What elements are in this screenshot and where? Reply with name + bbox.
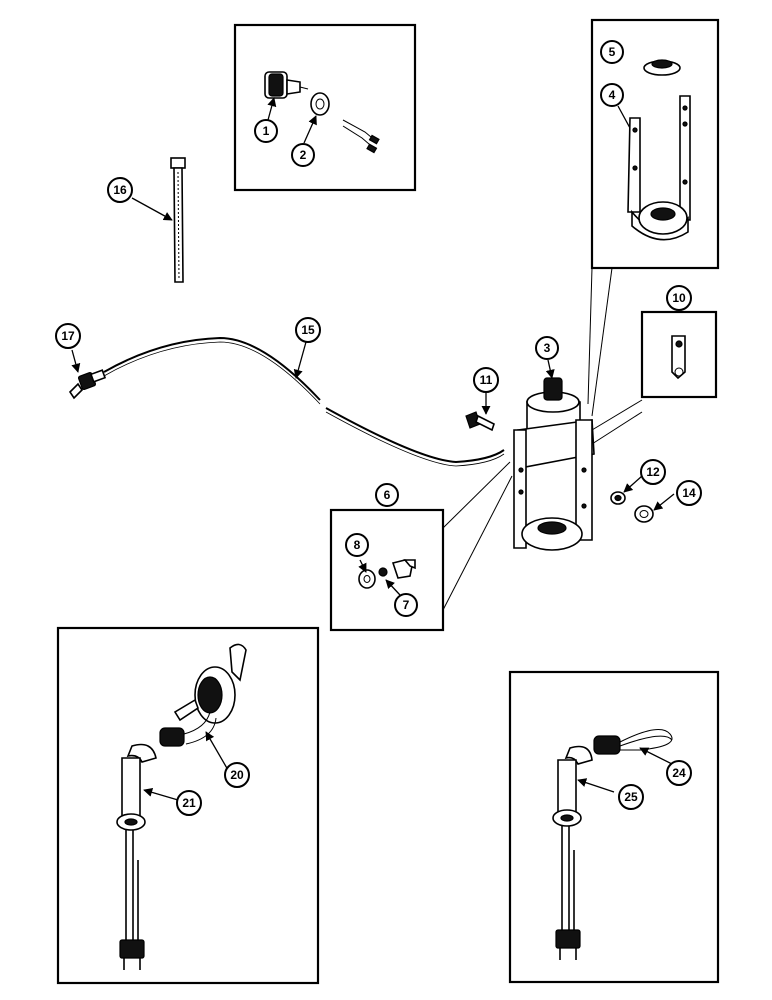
callout-4: 4 [600,83,624,107]
callout-8: 8 [345,533,369,557]
callout-10: 10 [666,285,692,311]
fitting-nut-part [358,569,376,589]
switch-body-part [159,643,247,747]
callout-11: 11 [473,367,499,393]
right-wire-harness-part [552,745,593,960]
svg-text:20: 20 [230,768,244,782]
svg-text:14: 14 [682,486,696,500]
callout-15: 15 [295,317,321,343]
detail-box-bracket [590,18,720,270]
callout-16: 16 [107,177,133,203]
svg-text:25: 25 [624,790,638,804]
callout-20: 20 [224,762,250,788]
bracket-part [627,95,691,241]
sensor-fitting-part [68,369,107,400]
svg-text:3: 3 [544,341,551,355]
svg-text:2: 2 [300,148,307,162]
clip-part [671,335,686,380]
callout-25: 25 [618,784,644,810]
callout-7: 7 [394,593,418,617]
svg-text:21: 21 [182,796,196,810]
capillary-tube-part [103,336,505,467]
callout-6: 6 [375,483,399,507]
svg-text:1: 1 [263,124,270,138]
svg-text:17: 17 [61,329,75,343]
svg-text:8: 8 [354,538,361,552]
svg-text:12: 12 [646,465,660,479]
callout-21: 21 [176,790,202,816]
wire-harness-part [116,743,157,970]
callout-2: 2 [291,143,315,167]
detail-box-fittings [329,508,445,632]
bolt-part [465,411,495,432]
svg-text:16: 16 [113,183,127,197]
svg-text:10: 10 [672,291,686,305]
callout-12: 12 [640,459,666,485]
svg-text:24: 24 [672,766,686,780]
svg-text:11: 11 [480,373,493,387]
detail-box-left-harness [56,626,320,985]
elbow-fitting-part [378,559,416,579]
detail-box-switch [233,23,417,192]
callout-24: 24 [666,760,692,786]
svg-text:5: 5 [609,45,616,59]
detail-box-right-harness [508,670,720,984]
wire-terminals [342,119,380,154]
cap-part [643,59,681,76]
nut-part [310,92,330,116]
svg-text:15: 15 [301,323,315,337]
detail-box-clip [640,310,718,399]
main-control-assembly [513,377,595,551]
connector-plug-part [593,729,673,755]
callout-1: 1 [254,119,278,143]
lock-nut-part [634,505,654,523]
svg-text:7: 7 [403,598,410,612]
callout-5: 5 [600,40,624,64]
switch-knob-part [264,71,309,99]
cable-tie-part [170,157,186,283]
callout-3: 3 [535,336,559,360]
callout-14: 14 [676,480,702,506]
svg-text:6: 6 [384,488,391,502]
washer-part [610,491,626,505]
callout-17: 17 [55,323,81,349]
svg-text:4: 4 [609,88,616,102]
connector-lines [442,267,643,611]
